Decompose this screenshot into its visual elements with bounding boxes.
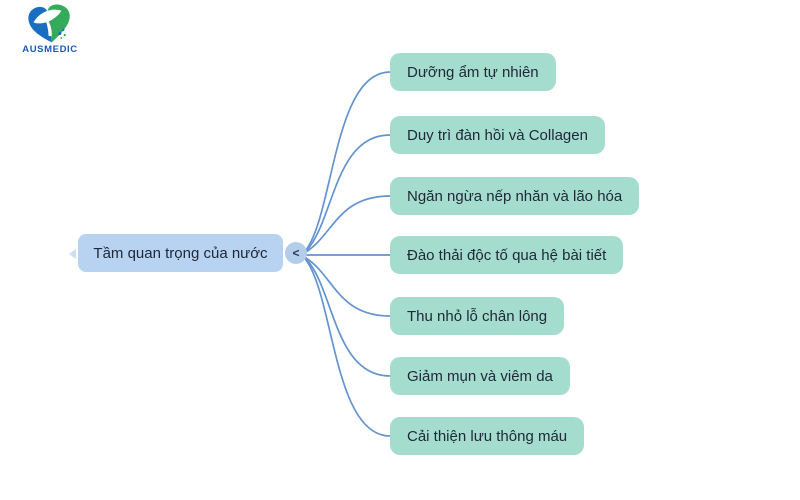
branch-node-dao-thai-doc-to[interactable]: Đào thải độc tố qua hệ bài tiết [390, 236, 624, 274]
brand-name: AUSMEDIC [22, 44, 78, 55]
connector-line [305, 257, 391, 317]
branch-node-luu-thong-mau[interactable]: Cải thiện lưu thông máu [390, 417, 585, 455]
connector-line [305, 195, 391, 253]
branch-node-ngan-ngua-nep-nhan[interactable]: Ngăn ngừa nếp nhăn và lão hóa [390, 177, 640, 215]
connector-line [305, 71, 391, 251]
heart-logo-icon [28, 4, 70, 43]
connector-line [305, 258, 391, 377]
ausmedic-logo: AUSMEDIC [14, 4, 86, 55]
branch-node-dan-hoi-collagen[interactable]: Duy trì đàn hồi và Collagen [390, 116, 605, 154]
connector-line [305, 259, 391, 437]
branch-node-giam-mun[interactable]: Giảm mụn và viêm da [390, 357, 570, 395]
collapse-branches-button[interactable]: < [285, 242, 307, 264]
connector-line [305, 134, 391, 252]
branch-node-duong-am[interactable]: Dưỡng ẩm tự nhiên [390, 53, 556, 91]
root-left-notch-icon [69, 249, 76, 259]
branch-node-thu-nho-lo-chan-long[interactable]: Thu nhỏ lỗ chân lông [390, 297, 565, 335]
root-node[interactable]: Tầm quan trọng của nước [78, 234, 283, 272]
